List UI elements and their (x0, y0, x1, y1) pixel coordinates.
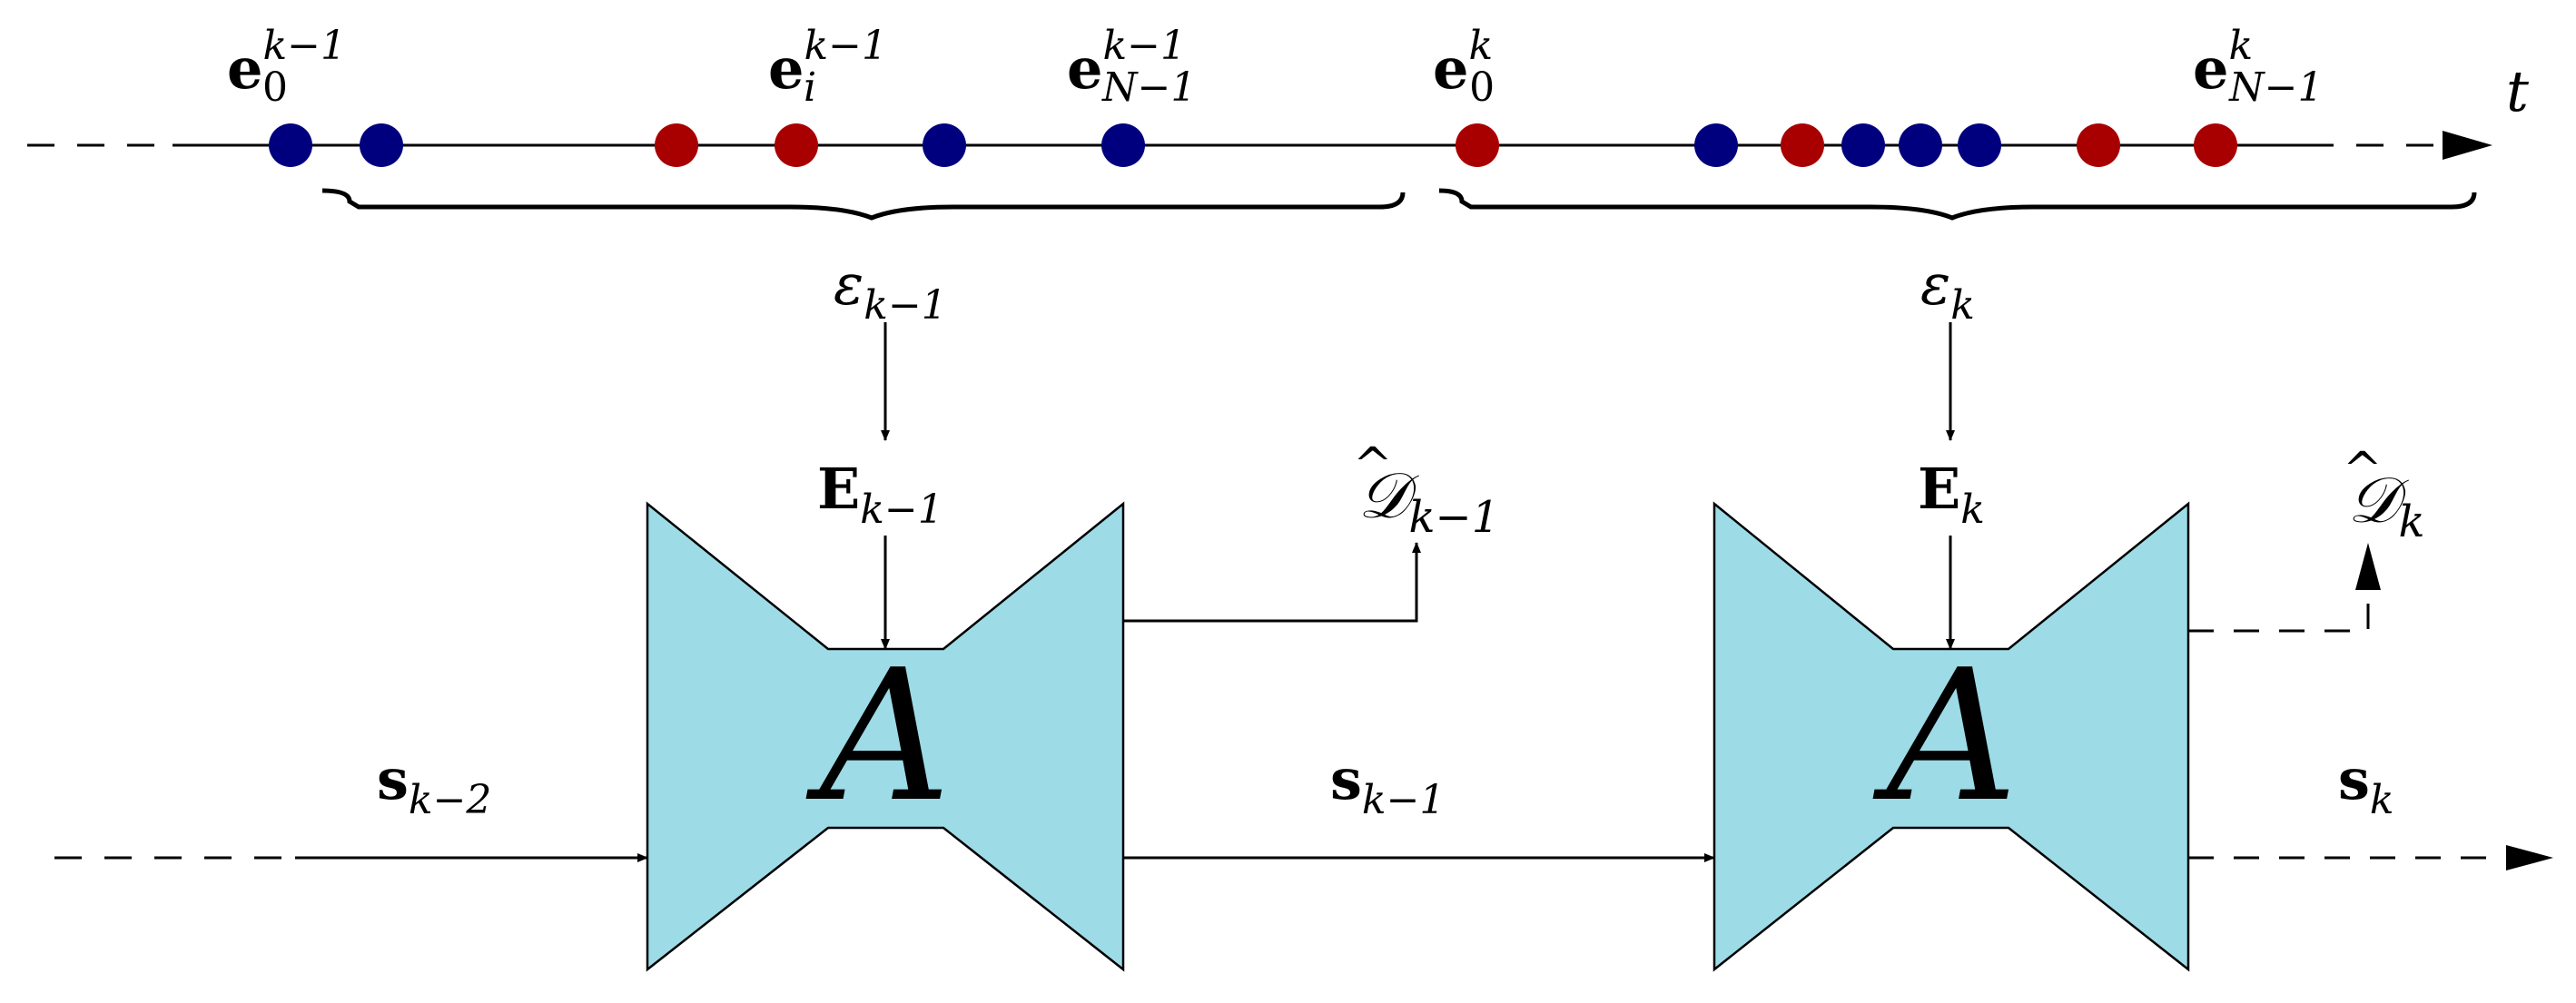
event-dot-red (2194, 123, 2237, 167)
time-axis-label: t (2506, 58, 2529, 124)
block-input-label-cur: Ek (1918, 456, 1985, 533)
block-output-label-cur: ^𝒟k (2343, 443, 2425, 547)
event-dot-blue (1958, 123, 2001, 167)
state-arrowhead-out (2506, 845, 2553, 870)
block-shape-prev (646, 501, 1125, 972)
timeline: t (27, 58, 2529, 160)
event-dot-red (655, 123, 698, 167)
timeline-arrowhead (2443, 131, 2492, 160)
state-label-k-2: sk−2 (377, 746, 491, 823)
block-input-label-prev: Ek−1 (817, 456, 943, 533)
output-arrow-prev (1123, 542, 1421, 623)
output-arrow-cur (2188, 554, 2370, 633)
state-flow (54, 845, 2553, 870)
event-dot-red (2077, 123, 2120, 167)
event-dot-blue (360, 123, 403, 167)
block-a-cur: A (1712, 501, 2190, 972)
block-name-prev: A (805, 631, 951, 842)
event-dot-blue (269, 123, 312, 167)
block-a-prev: A (646, 501, 1125, 972)
group-label-cur: εk (1920, 251, 1975, 329)
event-dot-red (775, 123, 818, 167)
event-dot-blue (923, 123, 966, 167)
event-dot-red (1781, 123, 1824, 167)
event-dot-red (1456, 123, 1499, 167)
event-dot-blue (1694, 123, 1738, 167)
event-dots (269, 123, 2237, 167)
state-label-k: sk (2338, 746, 2394, 823)
block-name-cur: A (1872, 631, 2018, 842)
event-dot-blue (1841, 123, 1885, 167)
block-shape-cur (1712, 501, 2190, 972)
group-brace-prev (321, 188, 1406, 221)
event-dot-blue (1101, 123, 1145, 167)
block-output-label-prev: ^𝒟k−1 (1353, 438, 1499, 543)
state-label-k-1: sk−1 (1330, 746, 1445, 823)
group-brace-cur (1438, 188, 2477, 221)
group-label-prev: εk−1 (834, 251, 947, 329)
event-dot-blue (1899, 123, 1942, 167)
output-arrowhead-cur (2355, 543, 2381, 590)
